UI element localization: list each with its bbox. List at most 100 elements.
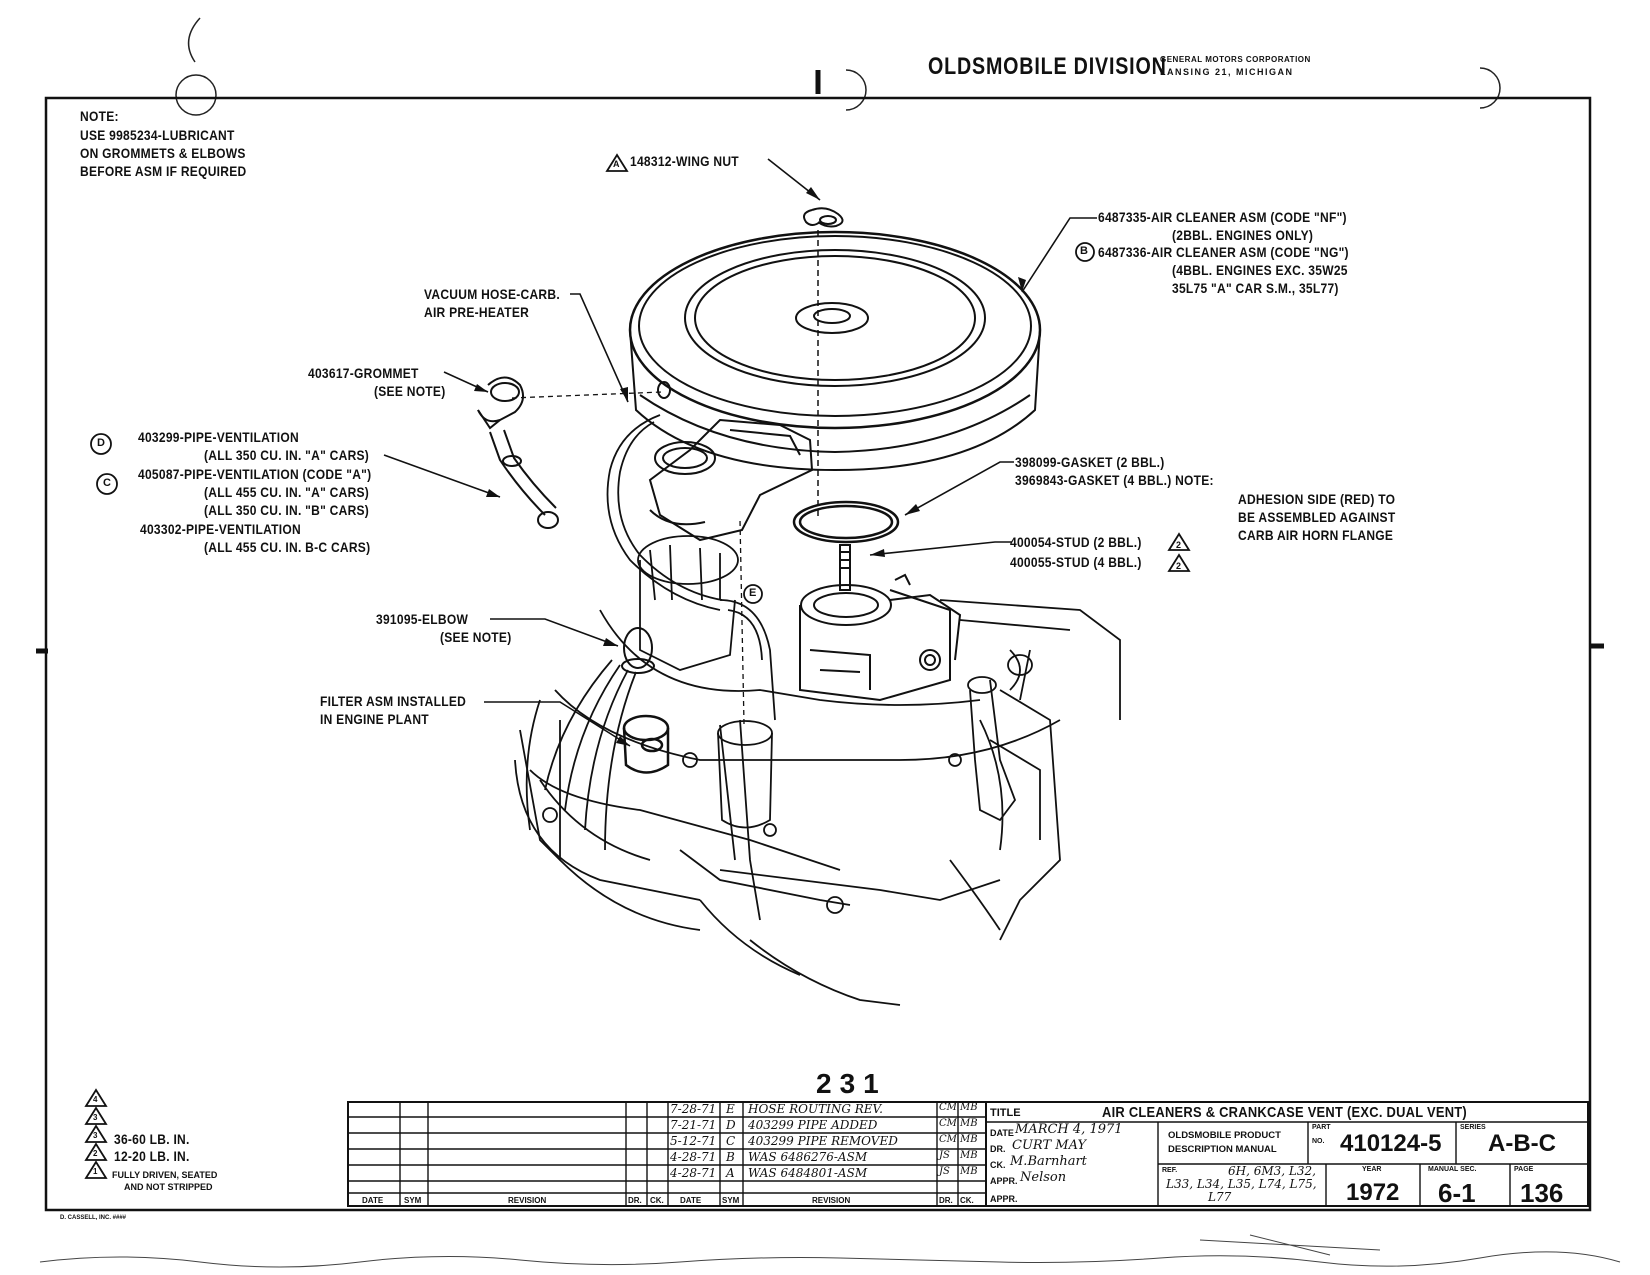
torque-sym-1: 4 (93, 1095, 98, 1104)
wing-nut-triangle-label: A (613, 159, 620, 169)
gasket-callout-1: 398099-GASKET (2 BBL.) (1015, 454, 1165, 470)
printer-mark: D. CASSELL, INC. #### (60, 1215, 127, 1221)
rev-right-header-1: SYM (722, 1196, 740, 1205)
revision-dr: CM (939, 1134, 957, 1145)
manual-line-2: DESCRIPTION MANUAL (1168, 1144, 1277, 1155)
stud-triangle-label-2: 2 (1176, 561, 1182, 571)
revision-sym: C (726, 1134, 736, 1148)
torque-sym-4: 2 (93, 1149, 98, 1158)
date-label: DATE (990, 1128, 1014, 1138)
note-line-1: NOTE: (80, 108, 119, 124)
revision-date: 4-28-71 (670, 1150, 717, 1164)
engine-drawing (514, 535, 1121, 1006)
year-label: YEAR (1362, 1166, 1382, 1173)
manual-sec-label: MANUAL SEC. (1428, 1166, 1477, 1173)
series-label: SERIES (1460, 1124, 1486, 1131)
manual-line-1: OLDSMOBILE PRODUCT (1168, 1130, 1281, 1141)
revision-dr: CM (939, 1102, 957, 1113)
air-cleaner-callout-1: 6487335-AIR CLEANER ASM (CODE "NF") (1098, 209, 1347, 225)
page-stamp: 231 (816, 1068, 887, 1099)
appr-label-1: APPR. (990, 1176, 1018, 1186)
dr-label: DR. (990, 1144, 1006, 1154)
elbow-callout-1: 391095-ELBOW (376, 611, 469, 627)
rev-left-header-3: DR. (628, 1196, 642, 1205)
revision-dr: JS (939, 1150, 950, 1161)
revision-date: 7-28-71 (670, 1102, 717, 1116)
grommet-callout-1: 403617-GROMMET (308, 365, 419, 381)
drawing-date: MARCH 4, 1971 (1015, 1122, 1123, 1137)
pipe-c-callout-1: 405087-PIPE-VENTILATION (CODE "A") (138, 466, 372, 482)
note-line-2: USE 9985234-LUBRICANT (80, 127, 235, 143)
corp-line-1: GENERAL MOTORS CORPORATION (1160, 55, 1311, 64)
ref-line-2: L33, L34, L35, L74, L75, (1166, 1177, 1317, 1191)
note-line-3: ON GROMMETS & ELBOWS (80, 145, 246, 161)
rev-right-header-3: DR. (939, 1196, 953, 1205)
revision-dr: CM (939, 1118, 957, 1129)
part-label-1: PART (1312, 1124, 1331, 1131)
rev-left-header-0: DATE (362, 1196, 384, 1205)
pipe-3-callout-2: (ALL 455 CU. IN. B-C CARS) (204, 539, 371, 555)
gasket-drawing (792, 500, 900, 544)
revision-ck: MB (960, 1150, 978, 1161)
drawing-border (44, 96, 1592, 1212)
revision-text: 403299 PIPE REMOVED (748, 1134, 898, 1148)
approved-by: Nelson (1020, 1170, 1067, 1185)
revision-text: WAS 6486276-ASM (748, 1150, 868, 1164)
revision-sym: A (726, 1166, 735, 1180)
part-number: 410124-5 (1340, 1130, 1442, 1157)
revision-date: 5-12-71 (670, 1134, 717, 1148)
ref-line-1: 6H, 6M3, L32, (1228, 1164, 1316, 1178)
torque-line-4b: AND NOT STRIPPED (124, 1182, 213, 1192)
note-line-4: BEFORE ASM IF REQUIRED (80, 163, 247, 179)
adhesion-note-1: ADHESION SIDE (RED) TO (1238, 491, 1396, 507)
title-block-grid (347, 1101, 1589, 1207)
carburetor-drawing (799, 573, 962, 702)
pipe-d-callout-2: (ALL 350 CU. IN. "A" CARS) (204, 447, 370, 463)
rev-right-header-2: REVISION (812, 1196, 851, 1205)
torque-line-2: 36-60 LB. IN. (114, 1131, 190, 1147)
air-cleaner-b-symbol: B (1080, 245, 1088, 257)
revision-text: 403299 PIPE ADDED (748, 1118, 878, 1132)
pipe-d-callout-1: 403299-PIPE-VENTILATION (138, 429, 299, 445)
page-number: 136 (1520, 1178, 1564, 1208)
filter-callout-1: FILTER ASM INSTALLED (320, 693, 467, 709)
stud-callout-1: 400054-STUD (2 BBL.) (1010, 534, 1142, 550)
air-cleaner-callout-2: 6487336-AIR CLEANER ASM (CODE "NG") (1098, 244, 1349, 260)
grommet-callout-2: (SEE NOTE) (374, 383, 446, 399)
corp-line-2: LANSING 21, MICHIGAN (1160, 67, 1294, 77)
pipe-c-callout-2: (ALL 455 CU. IN. "A" CARS) (204, 484, 370, 500)
division-title: OLDSMOBILE DIVISION (928, 53, 1167, 80)
revision-date: 7-21-71 (670, 1118, 717, 1132)
revision-sym: D (726, 1118, 736, 1132)
torque-line-3: 12-20 LB. IN. (114, 1148, 190, 1164)
ck-label: CK. (990, 1160, 1006, 1170)
torque-sym-5: 1 (93, 1167, 98, 1176)
e-symbol: E (749, 587, 757, 599)
revision-dr: JS (939, 1166, 950, 1177)
filter-drawing (622, 714, 670, 774)
ventilation-pipe-drawing (489, 429, 559, 529)
vacuum-hose-drawing (606, 414, 776, 829)
stud-drawing (839, 544, 851, 591)
page-label: PAGE (1514, 1166, 1534, 1173)
revision-ck: MB (960, 1102, 978, 1113)
pipe-c-callout-3: (ALL 350 CU. IN. "B" CARS) (204, 502, 370, 518)
series-value: A-B-C (1488, 1130, 1556, 1157)
leader-arrowheads (474, 187, 1026, 746)
revision-date: 4-28-71 (670, 1166, 717, 1180)
air-cleaner-callout-1b: (2BBL. ENGINES ONLY) (1172, 227, 1314, 243)
revision-ck: MB (960, 1134, 978, 1145)
punch-holes (175, 17, 1501, 116)
vacuum-hose-callout-1: VACUUM HOSE-CARB. (424, 286, 560, 302)
vacuum-hose-callout-2: AIR PRE-HEATER (424, 304, 530, 320)
revision-ck: MB (960, 1118, 978, 1129)
revision-ck: MB (960, 1166, 978, 1177)
rev-right-header-4: CK. (960, 1196, 974, 1205)
appr-label-2: APPR. (990, 1194, 1018, 1204)
air-cleaner-callout-2b: (4BBL. ENGINES EXC. 35W25 (1172, 262, 1348, 278)
revision-sym: B (726, 1150, 735, 1164)
wing-nut-callout: 148312-WING NUT (630, 153, 739, 169)
grommet-drawing (477, 376, 525, 430)
rev-left-header-2: REVISION (508, 1196, 547, 1205)
